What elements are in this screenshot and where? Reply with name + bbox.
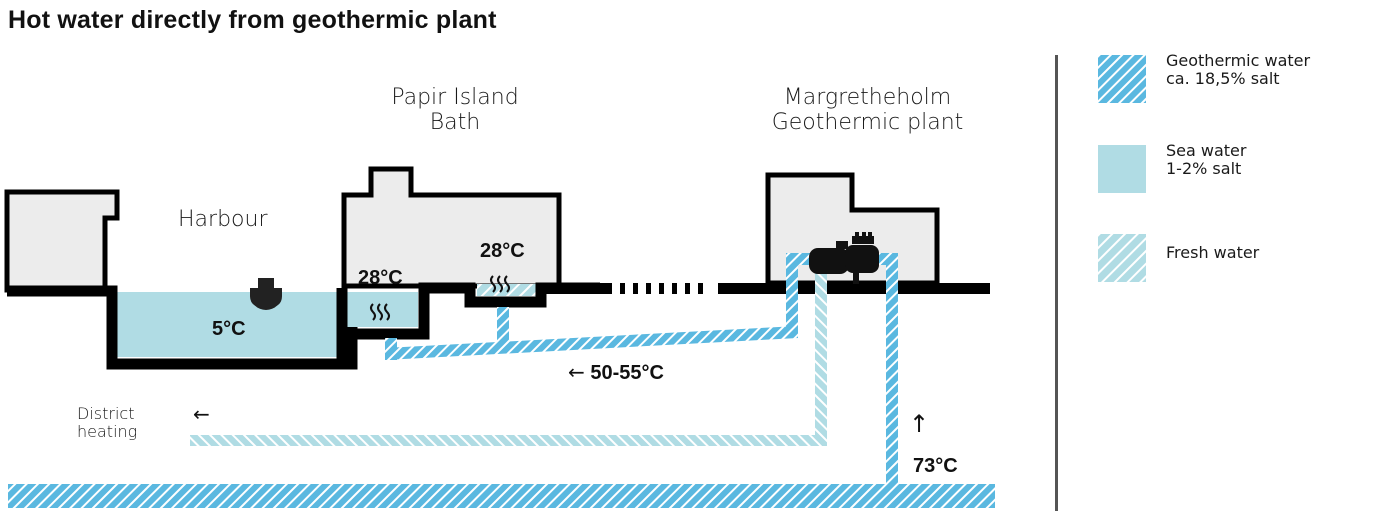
steam-icon xyxy=(370,303,390,321)
bath-pool-right-temperature: 28°C xyxy=(480,240,525,262)
sea-swatch-icon xyxy=(1098,145,1146,193)
district-label-line2: heating xyxy=(77,421,138,441)
page-title: Hot water directly from geothermic plant xyxy=(8,6,497,34)
ground-line xyxy=(540,283,990,294)
bath-pool-left-water xyxy=(345,292,418,327)
harbour-label: Harbour xyxy=(178,207,268,232)
bath-label-line1: Papir Island xyxy=(391,85,519,110)
geothermic-swatch-icon xyxy=(1098,55,1146,103)
fresh-water-pipe xyxy=(190,265,827,446)
harbour-temperature: 5°C xyxy=(212,318,246,340)
return-temp-value: 50-55°C xyxy=(590,362,664,384)
geothermic-pipe xyxy=(8,253,995,508)
bath-pool-right-water xyxy=(477,284,537,296)
return-pipe-temperature: ← 50-55°C xyxy=(568,360,664,385)
legend-divider xyxy=(1055,55,1058,511)
legend-geothermic-line2: ca. 18,5% salt xyxy=(1166,69,1280,89)
buoy-icon xyxy=(250,278,282,310)
bath-label: Papir Island Bath xyxy=(360,85,550,135)
legend-item-geothermic: Geothermic water ca. 18,5% salt xyxy=(1098,51,1311,103)
district-heating-label: District heating xyxy=(77,405,137,441)
bath-pool-left-temperature: 28°C xyxy=(358,267,403,289)
plant-label: Margretheholm Geothermic plant xyxy=(740,85,995,135)
legend-item-fresh: Fresh water xyxy=(1098,234,1259,282)
harbour-basin xyxy=(7,285,358,370)
legend-geothermic-line1: Geothermic water xyxy=(1166,51,1311,70)
plant-label-line2: Geothermic plant xyxy=(771,109,964,135)
bath-label-line2: Bath xyxy=(429,109,481,135)
legend-sea-line2: 1-2% salt xyxy=(1166,159,1242,179)
source-arrow-icon: ↑ xyxy=(909,410,930,438)
left-arrow-icon: ← xyxy=(568,360,585,384)
district-heating-arrow-icon: ← xyxy=(193,402,210,426)
fresh-swatch-icon xyxy=(1098,234,1146,282)
left-quay xyxy=(4,189,120,293)
bath-building xyxy=(341,166,562,289)
steam-icon xyxy=(490,275,510,293)
plant-label-line1: Margretheholm xyxy=(783,85,952,110)
legend-sea-line1: Sea water xyxy=(1166,141,1247,160)
legend-fresh-line1: Fresh water xyxy=(1166,243,1260,262)
legend-item-sea: Sea water 1-2% salt xyxy=(1098,141,1247,193)
harbour-water xyxy=(115,292,347,357)
district-label-line1: District xyxy=(77,404,135,423)
pump-icon xyxy=(809,232,879,284)
source-temperature: 73°C xyxy=(913,455,958,477)
